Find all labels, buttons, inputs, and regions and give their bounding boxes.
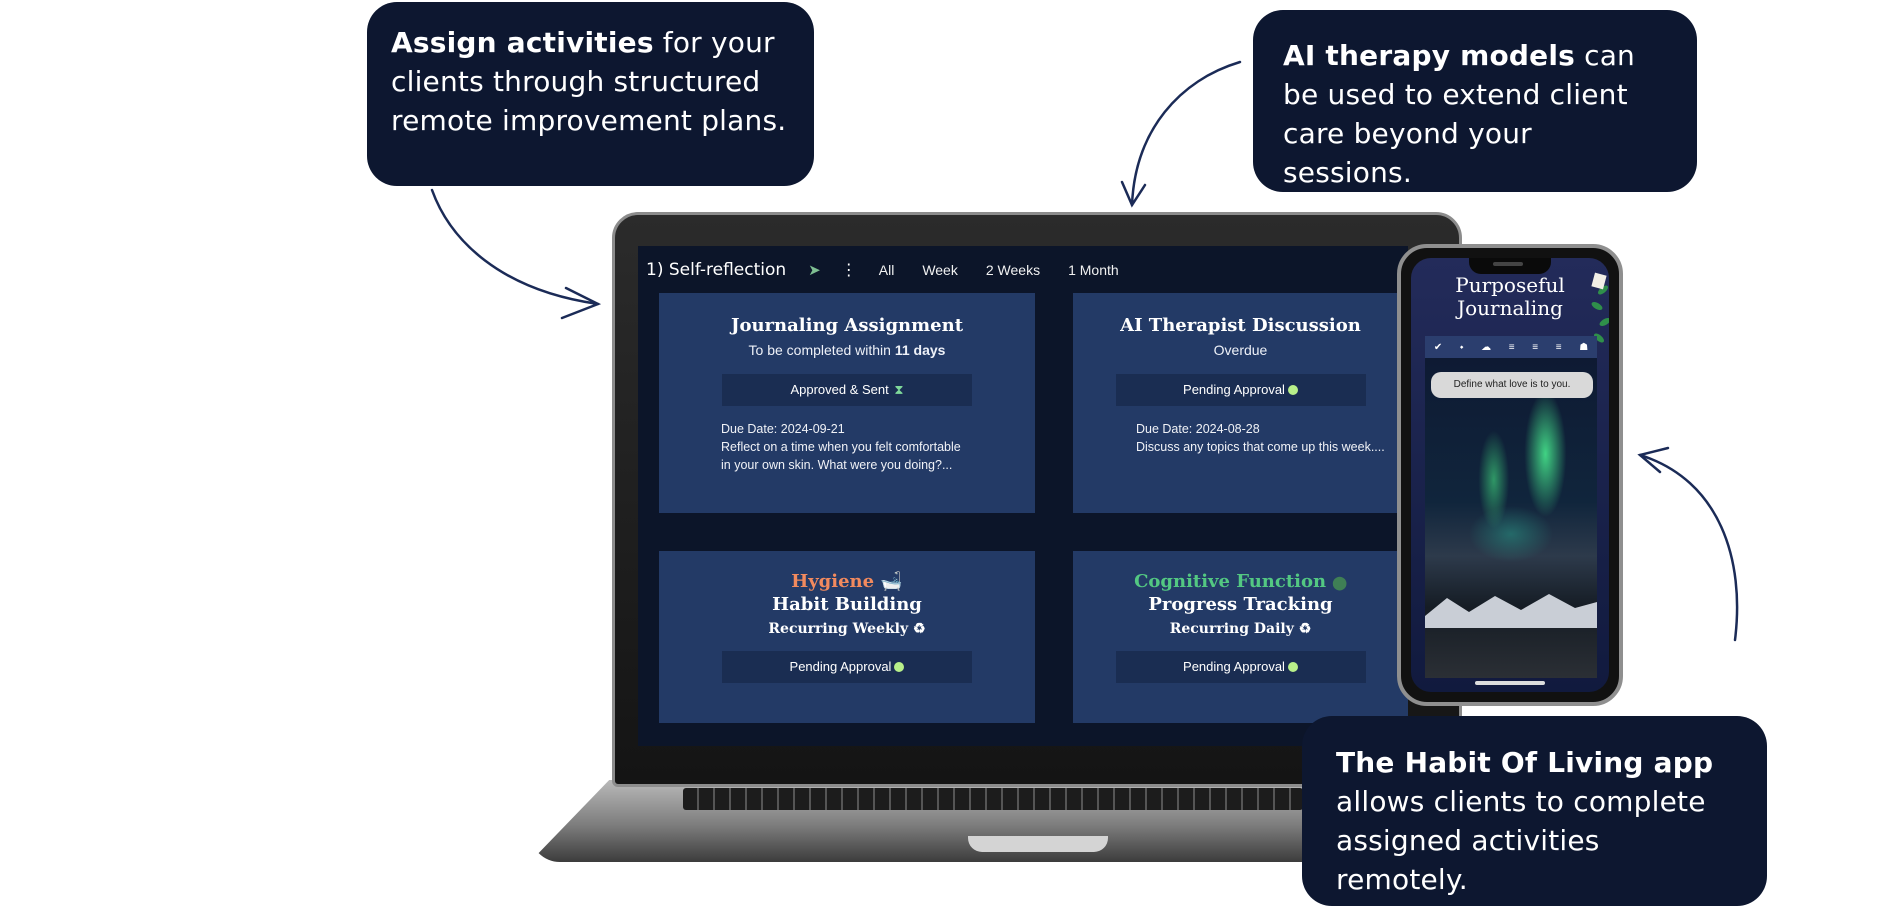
activity-card-cognitive[interactable]: Cognitive Function ⬤ Progress Tracking R…	[1073, 551, 1408, 723]
aurora-background	[1425, 358, 1597, 678]
status-badge: Pending Approval	[1115, 374, 1366, 406]
check-icon[interactable]: ✔	[1433, 341, 1443, 353]
filter-week[interactable]: Week	[922, 262, 958, 278]
card-title: AI Therapist Discussion	[1120, 315, 1361, 336]
card-description: Reflect on a time when you felt comforta…	[721, 440, 961, 472]
phone-screen: Purposeful Journaling ✔ ⬩ ☁ ≡ ≡ ≡ ☗ Defi…	[1411, 258, 1609, 692]
callout-assign-bold: Assign activities	[391, 26, 654, 59]
arrowhead-right	[1637, 446, 1670, 474]
status-badge: Approved & Sent ⧗	[722, 374, 972, 406]
phone-app-title: Purposeful Journaling	[1455, 273, 1565, 320]
callout-ai-therapy: AI therapy models can be used to extend …	[1253, 10, 1697, 192]
status-badge: Pending Approval	[722, 651, 972, 683]
format-icon[interactable]: ≡	[1555, 341, 1562, 353]
app-header: 1) Self-reflection ➤ ⋮ All Week 2 Weeks …	[646, 256, 1147, 284]
card-subtitle: Overdue	[1213, 342, 1268, 358]
list-icon[interactable]: ≡	[1508, 341, 1515, 353]
callout-app-bold: The Habit Of Living app	[1336, 746, 1714, 779]
card-details: Due Date: 2024-09-21 Reflect on a time w…	[721, 420, 973, 474]
brain-icon: ⬤	[1332, 576, 1347, 591]
arrowhead-top	[1120, 180, 1147, 208]
card-subtitle: To be completed within 11 days	[748, 342, 946, 358]
arrowhead-left	[560, 286, 602, 320]
status-badge: Pending Approval	[1115, 651, 1366, 683]
phone-home-bar	[1475, 681, 1545, 685]
phone-device: Purposeful Journaling ✔ ⬩ ☁ ≡ ≡ ≡ ☗ Defi…	[1397, 244, 1623, 706]
activity-card-journaling[interactable]: Journaling Assignment To be completed wi…	[659, 293, 1035, 513]
callout-app-text: allows clients to complete assigned acti…	[1336, 785, 1706, 896]
pending-dot-icon	[1287, 662, 1298, 672]
paper-plane-icon[interactable]: ➤	[808, 262, 821, 279]
align-icon[interactable]: ≡	[1532, 341, 1539, 353]
callout-assign-activities: Assign activities for your clients throu…	[367, 2, 814, 186]
journal-prompt[interactable]: Define what love is to you.	[1431, 372, 1593, 398]
laptop-keyboard	[683, 788, 1303, 810]
callout-ai-text: can be used to extend client care beyond…	[1283, 39, 1635, 189]
card-title: Journaling Assignment	[730, 315, 964, 336]
card-title: Progress Tracking	[1148, 594, 1333, 615]
laptop-trackpad-lip	[968, 836, 1108, 852]
filter-1-month[interactable]: 1 Month	[1068, 262, 1119, 278]
card-title: Habit Building	[772, 594, 922, 615]
card-recurrence: Recurring Daily ♻	[1169, 621, 1312, 637]
card-category: Hygiene 🛁	[791, 571, 903, 592]
pin-icon[interactable]: ⬩	[1459, 341, 1464, 353]
callout-habit-app: The Habit Of Living app allows clients t…	[1302, 716, 1767, 906]
filter-all[interactable]: All	[878, 262, 895, 278]
arrow-to-phone	[1638, 453, 1739, 642]
card-category: Cognitive Function ⬤	[1134, 571, 1347, 592]
phone-toolbar: ✔ ⬩ ☁ ≡ ≡ ≡ ☗	[1425, 336, 1597, 358]
pending-dot-icon	[1287, 385, 1298, 395]
tag-icon[interactable]: ☗	[1579, 341, 1589, 353]
card-details: Due Date: 2024-08-28 Discuss any topics …	[1136, 420, 1388, 456]
cloud-icon[interactable]: ☁	[1481, 341, 1492, 353]
plan-title: 1) Self-reflection	[646, 260, 787, 280]
filter-2-weeks[interactable]: 2 Weeks	[985, 262, 1041, 278]
callout-assign-text: for your clients through structured remo…	[391, 26, 787, 137]
arrow-to-laptop-top	[1130, 60, 1242, 207]
hourglass-icon: ⧗	[894, 382, 904, 397]
pending-dot-icon	[894, 662, 905, 672]
phone-notch	[1469, 258, 1551, 274]
card-description: Discuss any topics that come up this wee…	[1136, 440, 1385, 454]
laptop-screen: 1) Self-reflection ➤ ⋮ All Week 2 Weeks …	[638, 246, 1408, 746]
due-date: Due Date: 2024-08-28	[1136, 422, 1260, 436]
kebab-menu-icon[interactable]: ⋮	[840, 262, 857, 279]
recycle-icon: ♻	[1298, 621, 1312, 637]
arrow-to-laptop-left	[430, 188, 600, 306]
card-recurrence: Recurring Weekly ♻	[768, 621, 926, 637]
recycle-icon: ♻	[913, 621, 926, 637]
due-date: Due Date: 2024-09-21	[721, 422, 845, 436]
mountains-decoration	[1425, 594, 1597, 628]
bathtub-icon: 🛁	[880, 571, 903, 592]
activity-card-ai-therapist[interactable]: AI Therapist Discussion Overdue Pending …	[1073, 293, 1408, 513]
activity-card-hygiene[interactable]: Hygiene 🛁 Habit Building Recurring Weekl…	[659, 551, 1035, 723]
callout-ai-bold: AI therapy models	[1283, 39, 1575, 72]
leaves-decoration-icon	[1591, 272, 1609, 343]
